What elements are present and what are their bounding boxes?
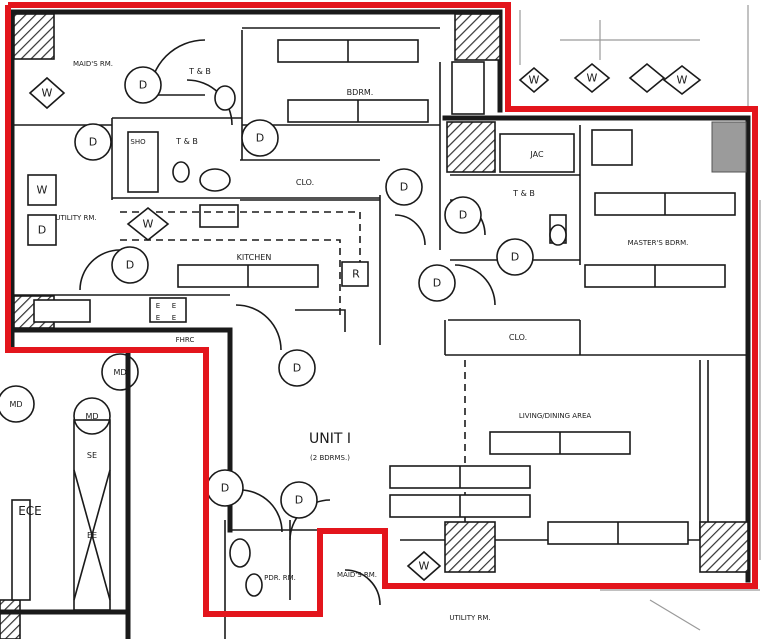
masters-bedroom-label: MASTER'S BDRM. bbox=[628, 239, 689, 247]
shower-label: SHO bbox=[130, 138, 146, 146]
d-label: D bbox=[256, 132, 264, 145]
jacuzzi-label: JAC bbox=[529, 150, 544, 159]
d-label: D bbox=[293, 362, 301, 375]
w-label: W bbox=[419, 560, 430, 573]
svg-text:E: E bbox=[156, 314, 160, 322]
d-label: D bbox=[459, 209, 467, 222]
md-label: MD bbox=[9, 400, 22, 409]
d-label: D bbox=[139, 79, 147, 92]
maids-room-label: MAID'S RM. bbox=[73, 60, 113, 68]
utility-appliances: W D R bbox=[27, 174, 360, 281]
d-symbol bbox=[444, 196, 482, 234]
kitchen-counter bbox=[120, 211, 369, 332]
unit-title: UNIT I bbox=[309, 431, 351, 447]
dryer-label: D bbox=[38, 224, 46, 237]
d-label: D bbox=[221, 482, 229, 495]
fhrc-label: FHRC bbox=[176, 336, 195, 344]
plumbing-fixtures bbox=[172, 85, 567, 597]
w-label: W bbox=[587, 72, 598, 85]
living-dining-label: LIVING/DINING AREA bbox=[519, 412, 592, 420]
tb-label: T & B bbox=[188, 67, 211, 76]
md-symbol bbox=[0, 385, 35, 423]
w-label: W bbox=[677, 74, 688, 87]
d-label: D bbox=[511, 251, 519, 264]
w-symbols bbox=[28, 62, 702, 582]
furniture bbox=[11, 39, 736, 601]
d-symbol bbox=[418, 264, 456, 302]
unit-subtitle: (2 BDRMS.) bbox=[310, 454, 350, 462]
maids-room-label-bottom: MAID'S RM. bbox=[337, 571, 377, 579]
d-symbol bbox=[278, 349, 316, 387]
washer-label: W bbox=[37, 184, 48, 197]
columns bbox=[0, 13, 749, 639]
d-symbol bbox=[124, 66, 162, 104]
d-label: D bbox=[400, 181, 408, 194]
w-label: W bbox=[143, 218, 154, 231]
bedroom-label: BDRM. bbox=[347, 88, 374, 97]
d-label: D bbox=[433, 277, 441, 290]
md-label: MD bbox=[85, 412, 98, 421]
room-labels: MAID'S RM. T & B BDRM. SHO T & B CLO. UT… bbox=[55, 60, 688, 622]
svg-text:E: E bbox=[172, 314, 176, 322]
background-neighbor-lines bbox=[519, 5, 761, 631]
svg-text:E: E bbox=[156, 302, 160, 310]
d-symbol bbox=[385, 168, 423, 206]
d-label: D bbox=[89, 136, 97, 149]
w-letters: W W W W W W bbox=[42, 72, 688, 573]
utility-room-label: UTILITY RM. bbox=[55, 214, 96, 222]
d-symbol bbox=[74, 123, 112, 161]
closet-label: CLO. bbox=[296, 178, 314, 187]
ee-label: EE bbox=[87, 531, 97, 540]
symbol-letters: D D D D D D D D D D D MD MD MD bbox=[9, 79, 519, 507]
left-shaft: SE EE ECE bbox=[0, 347, 131, 639]
utility-room-label-bottom: UTILITY RM. bbox=[449, 614, 490, 622]
md-symbol bbox=[73, 397, 111, 435]
unit-outline bbox=[5, 2, 758, 617]
md-label: MD bbox=[113, 368, 126, 377]
tb-label: T & B bbox=[175, 137, 198, 146]
d-label: D bbox=[295, 494, 303, 507]
kitchen-label: KITCHEN bbox=[237, 253, 272, 262]
ece-label: ECE bbox=[18, 504, 42, 518]
d-label: D bbox=[126, 259, 134, 272]
tb-label: T & B bbox=[512, 189, 535, 198]
powder-room-label: PDR. RM. bbox=[264, 574, 296, 582]
w-label: W bbox=[529, 74, 540, 87]
closet-label: CLO. bbox=[509, 333, 527, 342]
stove: E E E E bbox=[156, 302, 176, 322]
d-symbol bbox=[496, 238, 534, 276]
d-symbol bbox=[280, 481, 318, 519]
se-label: SE bbox=[87, 451, 97, 460]
w-label: W bbox=[42, 87, 53, 100]
d-symbol bbox=[241, 119, 279, 157]
svg-text:E: E bbox=[172, 302, 176, 310]
fridge-label: R bbox=[352, 268, 360, 281]
d-symbol bbox=[111, 246, 149, 284]
